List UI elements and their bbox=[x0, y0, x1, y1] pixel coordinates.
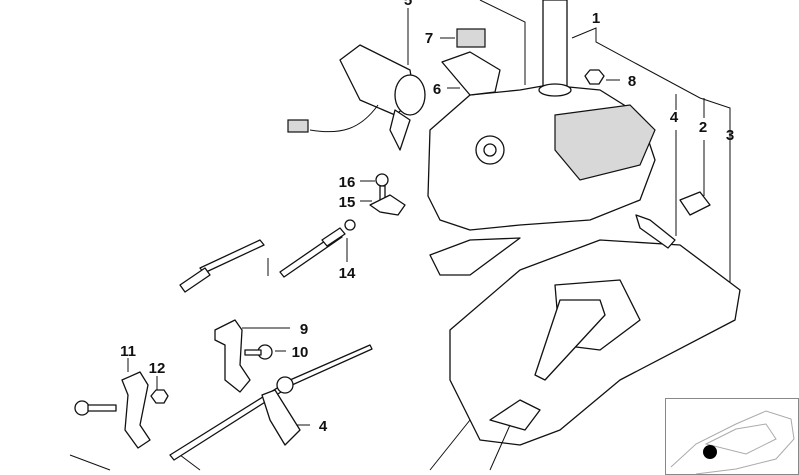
label-8: 8 bbox=[628, 73, 636, 90]
vehicle-location-thumbnail bbox=[665, 398, 799, 475]
label-4-lower: 4 bbox=[319, 418, 328, 435]
label-5: 5 bbox=[404, 0, 412, 9]
label-16: 16 bbox=[339, 174, 356, 191]
lever-part-4-lower bbox=[261, 389, 301, 446]
nut-part-8 bbox=[584, 69, 605, 85]
bracket-part-15 bbox=[369, 194, 406, 216]
rod-part-14 bbox=[179, 219, 356, 293]
label-3: 3 bbox=[726, 127, 734, 144]
bolt bbox=[74, 400, 117, 416]
lever-part-11 bbox=[121, 371, 151, 449]
clip-part-2 bbox=[679, 191, 711, 216]
label-9: 9 bbox=[300, 321, 308, 338]
label-4: 4 bbox=[670, 109, 679, 126]
label-7: 7 bbox=[425, 30, 433, 47]
cable-clip bbox=[276, 376, 294, 394]
label-10: 10 bbox=[292, 344, 309, 361]
label-11: 11 bbox=[120, 343, 136, 360]
solenoid-part-5 bbox=[287, 44, 426, 151]
bolt-part-10 bbox=[244, 344, 273, 360]
spring-part-4 bbox=[635, 214, 676, 249]
part-6 bbox=[441, 51, 501, 96]
bracket-part-9 bbox=[214, 319, 251, 393]
car-outline-icon bbox=[670, 410, 795, 474]
label-1: 1 bbox=[592, 10, 600, 27]
base-plate bbox=[429, 239, 741, 471]
label-12: 12 bbox=[149, 360, 166, 377]
callout-labels: 5 1 7 8 6 4 2 3 16 15 14 9 10 11 12 4 bbox=[120, 0, 734, 435]
bolt-part-16 bbox=[375, 173, 389, 201]
nut-part-12 bbox=[150, 389, 169, 404]
label-6: 6 bbox=[433, 81, 441, 98]
label-15: 15 bbox=[339, 194, 356, 211]
label-2: 2 bbox=[699, 119, 707, 136]
leader-lines bbox=[69, 0, 731, 471]
label-14: 14 bbox=[339, 265, 356, 282]
part-7 bbox=[456, 28, 486, 48]
